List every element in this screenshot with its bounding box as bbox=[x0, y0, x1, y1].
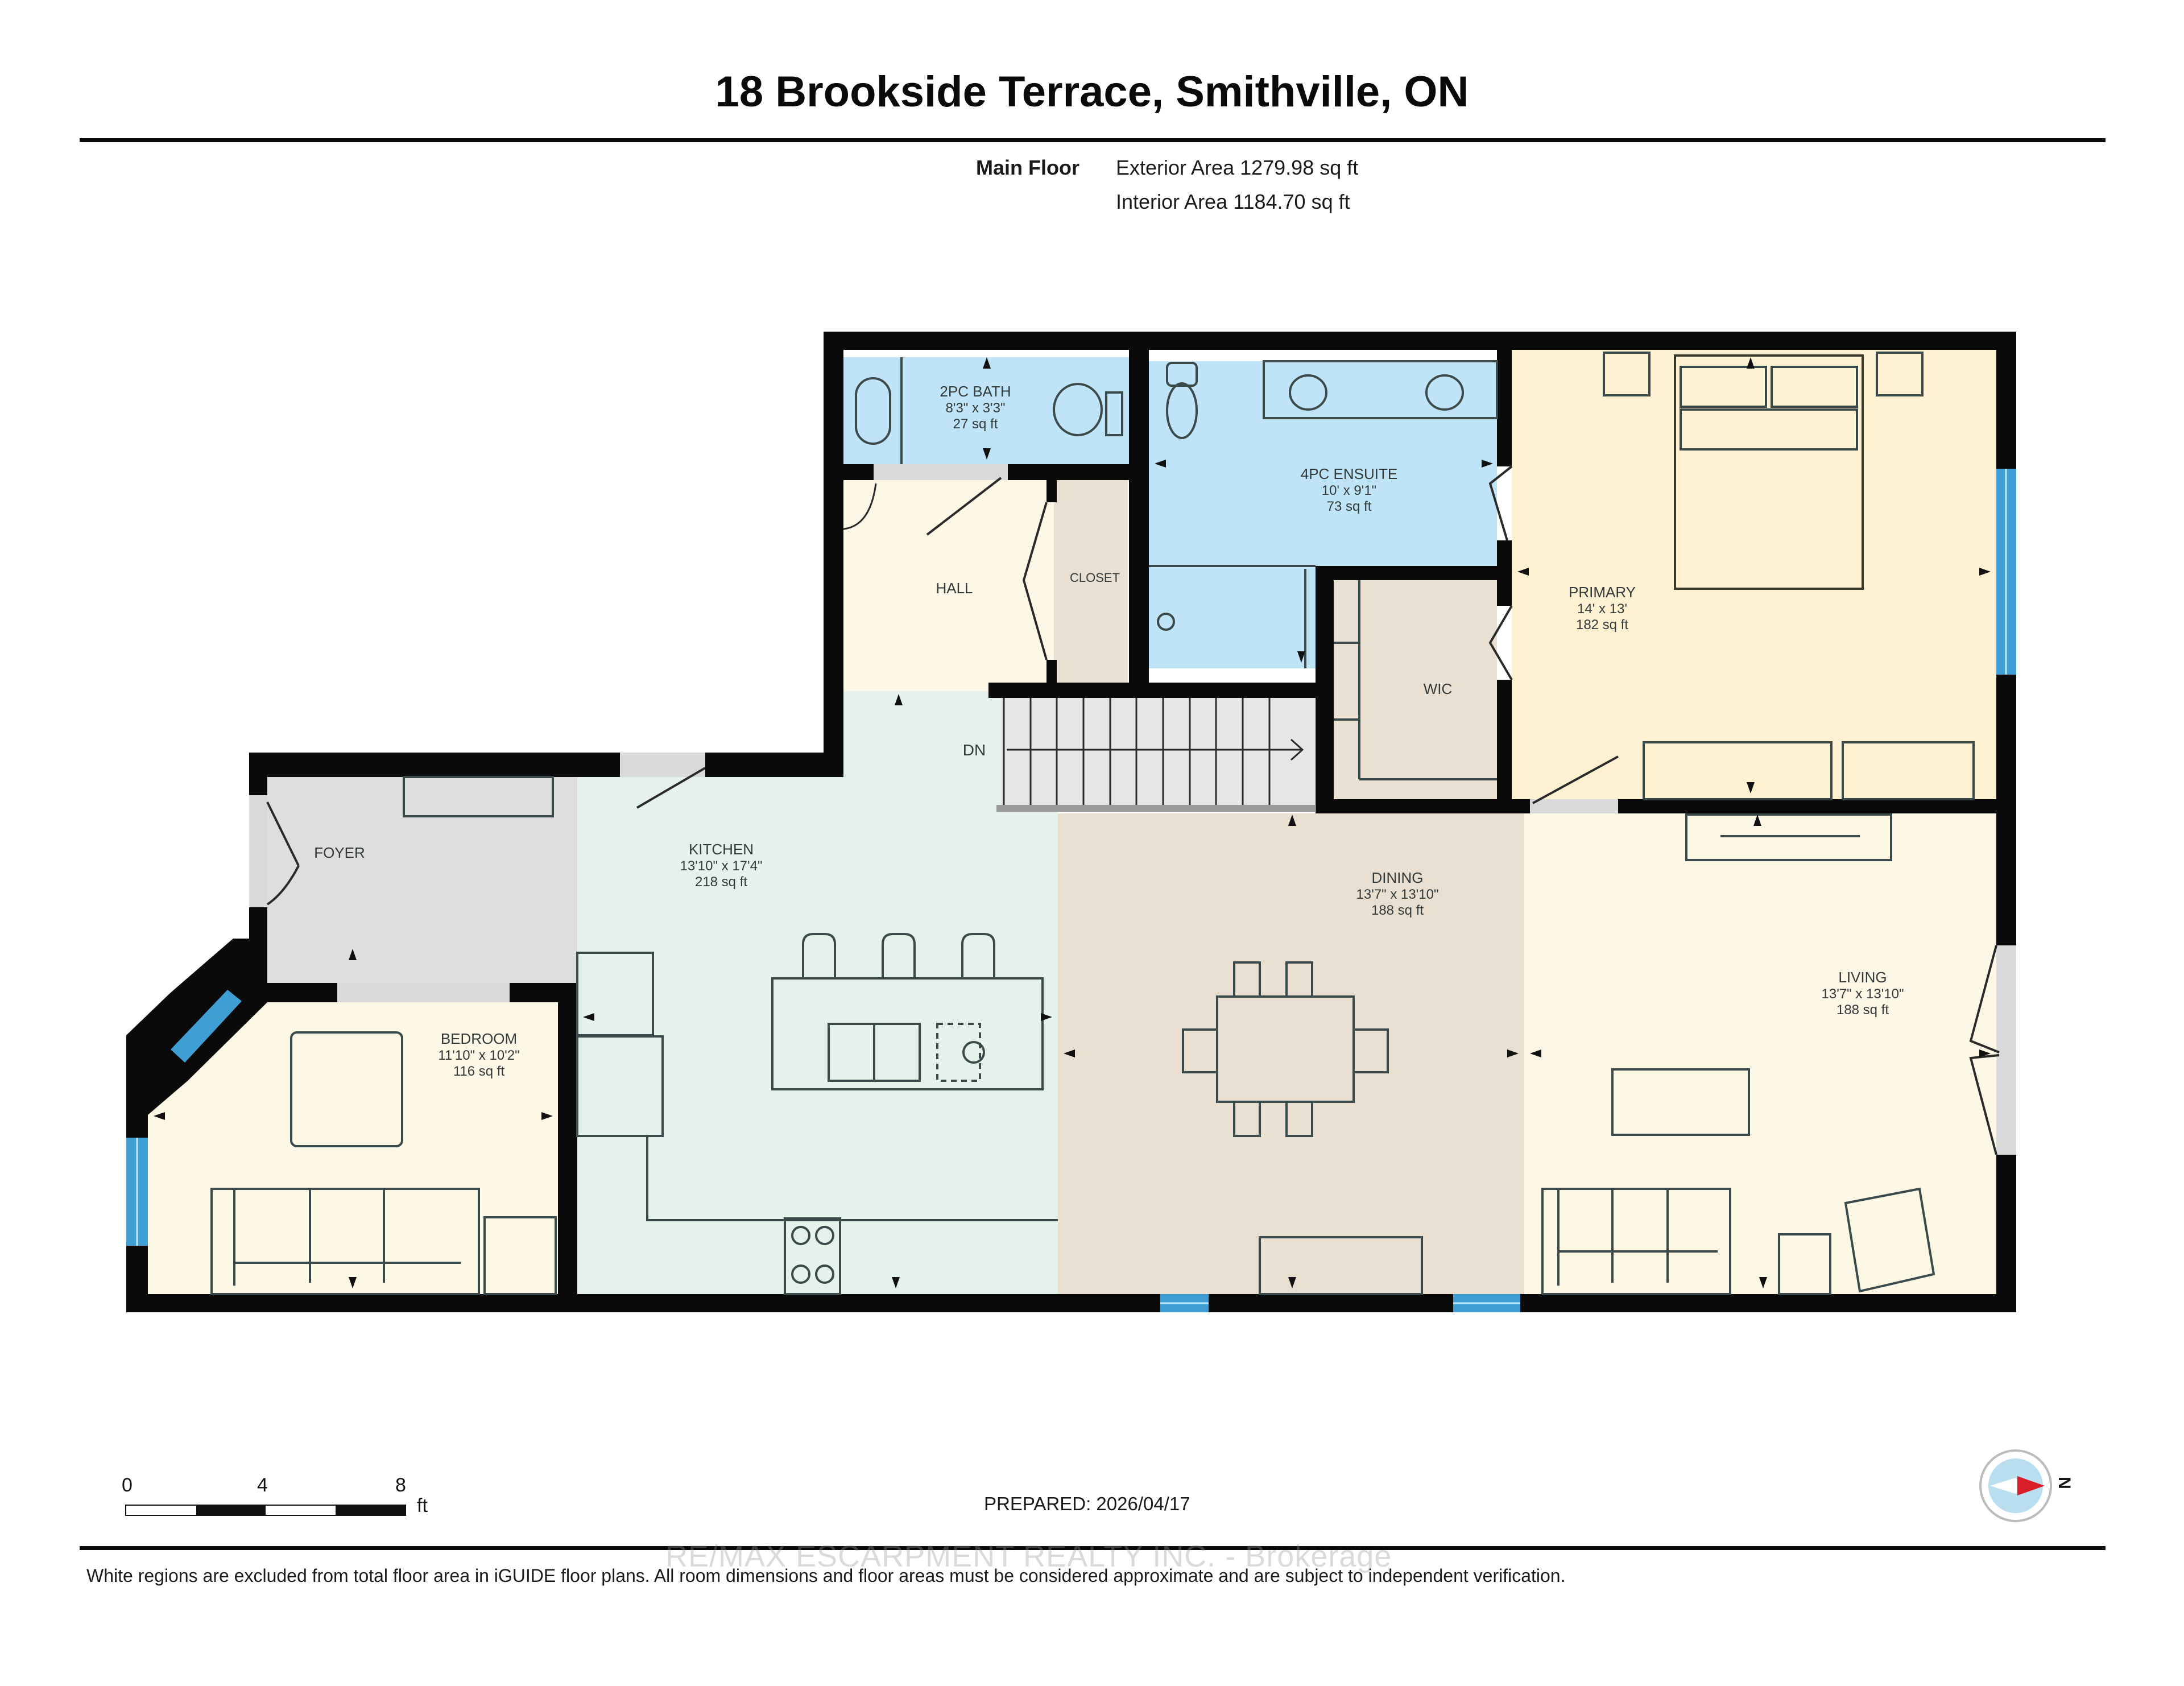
scale-tick-0: 0 bbox=[122, 1474, 133, 1496]
door-opening-kitchen-exterior bbox=[620, 753, 705, 777]
dims-4pc-ensuite: 10' x 9'1" bbox=[1322, 483, 1376, 498]
dims-primary: 14' x 13' bbox=[1577, 601, 1627, 617]
door-openings bbox=[249, 464, 2016, 1155]
room-labels: 2PC BATH 8'3" x 3'3" 27 sq ft 4PC ENSUIT… bbox=[314, 383, 1904, 1079]
footer-divider bbox=[80, 1546, 2106, 1550]
property-address-title: 18 Brookside Terrace, Smithville, ON bbox=[715, 68, 1469, 116]
area-living: 188 sq ft bbox=[1836, 1002, 1889, 1018]
floor-name: Main Floor bbox=[976, 156, 1079, 179]
label-wic: WIC bbox=[1424, 680, 1453, 697]
window-glass-lines bbox=[136, 469, 2007, 1304]
dims-2pc-bath: 8'3" x 3'3" bbox=[946, 400, 1006, 416]
room-dining bbox=[1058, 813, 1524, 1294]
label-4pc-ensuite: 4PC ENSUITE bbox=[1301, 465, 1398, 482]
scale-tick-4: 4 bbox=[257, 1474, 268, 1496]
room-foyer bbox=[267, 777, 577, 983]
room-fills bbox=[148, 350, 1996, 1294]
door-swings bbox=[266, 465, 2000, 1155]
area-bedroom: 116 sq ft bbox=[453, 1064, 505, 1079]
label-kitchen: KITCHEN bbox=[689, 841, 754, 858]
dimension-markers bbox=[154, 357, 1991, 1288]
dims-bedroom: 11'10" x 10'2" bbox=[438, 1048, 519, 1063]
staircase bbox=[996, 695, 1315, 812]
compass-north-label: N bbox=[2054, 1477, 2074, 1489]
header-divider bbox=[80, 138, 2106, 142]
dims-living: 13'7" x 13'10" bbox=[1822, 986, 1904, 1002]
dims-dining: 13'7" x 13'10" bbox=[1356, 887, 1439, 902]
stairs-dn-label: DN bbox=[963, 741, 986, 759]
area-4pc-ensuite: 73 sq ft bbox=[1327, 499, 1372, 514]
label-bedroom: BEDROOM bbox=[441, 1030, 517, 1047]
scale-bar bbox=[125, 1505, 406, 1516]
door-opening-primary bbox=[1530, 799, 1618, 813]
scale-unit: ft bbox=[417, 1495, 428, 1516]
window-bedroom-bay bbox=[171, 990, 242, 1063]
door-opening-2pc bbox=[874, 464, 1008, 480]
label-dining: DINING bbox=[1372, 869, 1424, 886]
room-living bbox=[1524, 813, 1996, 1294]
scale-tick-8: 8 bbox=[395, 1474, 406, 1496]
door-opening-foyer bbox=[249, 795, 267, 907]
label-2pc-bath: 2PC BATH bbox=[940, 383, 1011, 400]
area-kitchen: 218 sq ft bbox=[695, 874, 747, 890]
room-4pc-ensuite bbox=[1149, 361, 1497, 566]
exterior-area: Exterior Area 1279.98 sq ft bbox=[1116, 156, 1359, 179]
area-2pc-bath: 27 sq ft bbox=[953, 416, 998, 432]
dims-kitchen: 13'10" x 17'4" bbox=[680, 858, 763, 874]
label-primary: PRIMARY bbox=[1569, 584, 1636, 601]
room-hall bbox=[843, 474, 1054, 691]
interior-area: Interior Area 1184.70 sq ft bbox=[1116, 190, 1350, 213]
room-kitchen bbox=[577, 691, 1058, 1294]
fixtures bbox=[210, 352, 1975, 1295]
room-wic bbox=[1334, 580, 1497, 799]
compass-icon bbox=[1979, 1449, 2052, 1522]
room-primary bbox=[1512, 350, 1996, 799]
door-opening-bedroom bbox=[337, 983, 510, 1002]
room-bedroom bbox=[148, 1002, 558, 1294]
disclaimer-text: White regions are excluded from total fl… bbox=[86, 1565, 1566, 1586]
door-opening-living bbox=[1996, 945, 2016, 1155]
area-primary: 182 sq ft bbox=[1576, 617, 1628, 633]
label-closet: CLOSET bbox=[1070, 571, 1120, 585]
room-closet bbox=[1054, 474, 1128, 691]
brokerage-watermark: RE/MAX ESCARPMENT REALTY INC. - Brokerag… bbox=[665, 1539, 1392, 1573]
room-ensuite-shower bbox=[1149, 566, 1316, 668]
label-living: LIVING bbox=[1838, 969, 1887, 986]
prepared-date: PREPARED: 2026/04/17 bbox=[984, 1493, 1190, 1514]
area-dining: 188 sq ft bbox=[1371, 903, 1424, 918]
label-foyer: FOYER bbox=[314, 844, 365, 861]
label-hall: HALL bbox=[936, 580, 973, 597]
